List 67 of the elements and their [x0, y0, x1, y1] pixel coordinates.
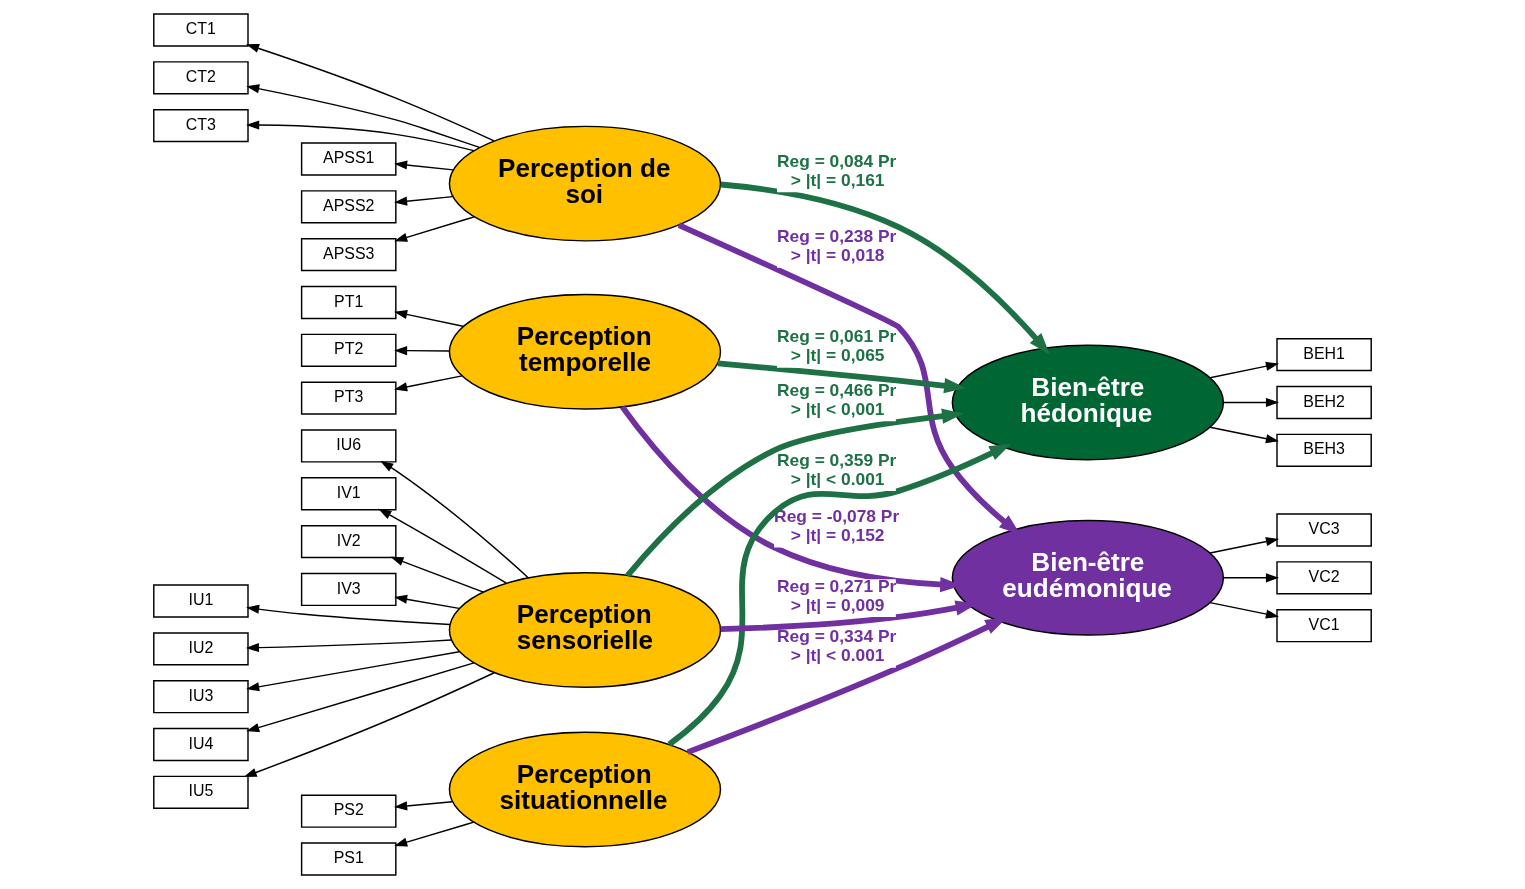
node-box: VC1 — [1276, 609, 1372, 643]
arrow — [245, 639, 452, 653]
node-box: PS1 — [300, 842, 397, 876]
node-box: APSS1 — [300, 142, 397, 176]
arrow — [1209, 361, 1279, 379]
node-box: PS2 — [300, 794, 397, 828]
arrow — [394, 160, 454, 171]
edge-label: Reg = 0,466 Pr > |t| < 0,001 — [776, 380, 897, 419]
node-box: IV1 — [300, 477, 397, 511]
node-box: IV2 — [300, 524, 397, 559]
arrow — [677, 222, 1021, 535]
edge-label: Reg = 0,271 Pr > |t| = 0,009 — [776, 575, 897, 615]
edge-label: Reg = 0,359 Pr > |t| < 0.001 — [776, 449, 897, 489]
node-box: CT2 — [153, 61, 249, 95]
node-box: BEH3 — [1276, 433, 1372, 467]
node-box: CT3 — [153, 109, 249, 143]
arrow — [246, 43, 495, 142]
arrow — [1222, 573, 1279, 583]
arrow — [246, 651, 461, 692]
node-ellipse: Perception temporelle — [448, 293, 722, 410]
node-ellipse: Perception de soi — [448, 125, 722, 242]
arrow — [394, 800, 453, 811]
arrow — [246, 120, 475, 152]
node-box: CT1 — [153, 13, 249, 47]
arrow — [394, 346, 451, 356]
arrow — [667, 443, 1012, 747]
node-ellipse: Perception situationnelle — [448, 731, 722, 848]
node-box: VC2 — [1276, 561, 1372, 595]
node-box: IU4 — [153, 727, 249, 762]
node-box: IU5 — [153, 775, 249, 809]
edge-label: Reg = 0,084 Pr > |t| = 0,161 — [776, 151, 897, 190]
arrow — [720, 181, 1050, 355]
edge-label: Reg = 0,238 Pr > |t| = 0,018 — [776, 226, 897, 266]
node-box: BEH1 — [1276, 337, 1372, 372]
node-box: APSS2 — [300, 190, 397, 224]
node-box: IU2 — [153, 632, 249, 666]
arrow — [378, 508, 508, 584]
edge-label: Reg = 0,334 Pr > |t| < 0.001 — [776, 626, 897, 666]
arrow — [246, 604, 451, 626]
arrow — [1222, 397, 1279, 408]
node-box: APSS3 — [300, 237, 397, 272]
arrow — [246, 662, 475, 732]
node-box: IU3 — [153, 680, 249, 714]
arrow — [394, 821, 475, 847]
arrow — [1209, 601, 1279, 619]
arrow — [394, 309, 464, 328]
node-box: PT3 — [300, 381, 397, 415]
node-box: PT2 — [300, 333, 397, 367]
arrow — [380, 460, 530, 579]
node-box: IU1 — [153, 584, 249, 618]
node-box: BEH2 — [1276, 385, 1372, 420]
arrow — [394, 195, 454, 206]
edge-label: Reg = 0,061 Pr > |t| = 0,065 — [776, 326, 897, 366]
arrow — [390, 556, 485, 593]
arrow — [394, 375, 463, 392]
arrow — [1209, 426, 1279, 444]
node-box: VC3 — [1276, 513, 1372, 547]
node-ellipse: Perception sensorielle — [448, 572, 722, 688]
arrow — [394, 216, 475, 242]
arrow — [1209, 537, 1279, 554]
node-box: PT1 — [300, 285, 397, 320]
arrow — [717, 360, 966, 394]
arrow — [246, 84, 481, 149]
node-box: IU6 — [300, 429, 397, 463]
arrow — [394, 594, 460, 610]
arrow — [243, 672, 495, 778]
node-box: IV3 — [300, 572, 397, 607]
